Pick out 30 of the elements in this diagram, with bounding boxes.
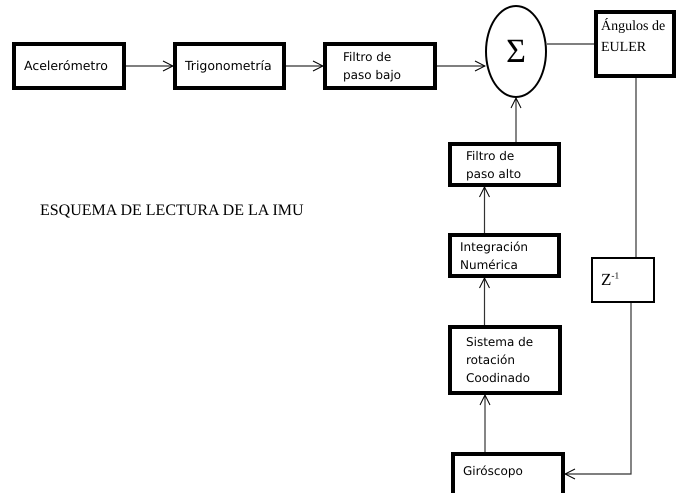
arrow (437, 60, 486, 72)
arrow (480, 394, 490, 452)
node-label: Filtro de paso alto (466, 148, 522, 182)
delay-block (591, 257, 655, 303)
node-label: Giróscopo (463, 462, 523, 480)
process-box (448, 325, 562, 395)
node-label: Filtro de paso bajo (343, 49, 402, 84)
node-label: Ángulos de EULER (601, 17, 666, 57)
process-box (323, 42, 437, 90)
arrow (126, 60, 174, 72)
process-box (594, 10, 676, 78)
node-label: Acelerómetro (24, 56, 108, 75)
connector-line (635, 78, 637, 257)
arrow (564, 303, 632, 480)
process-box (448, 233, 561, 278)
arrow (479, 186, 490, 233)
node-label: Σ (506, 32, 526, 72)
arrow (286, 60, 324, 72)
process-box (173, 42, 286, 90)
node-label: Integración Numérica (460, 238, 530, 274)
diagram-title: ESQUEMA DE LECTURA DE LA IMU (40, 202, 304, 220)
node-label: Sistema de rotación Coodinado (466, 334, 534, 387)
process-box (448, 142, 561, 187)
node-label: Z$^{-1}$ (601, 269, 620, 292)
process-box (451, 452, 565, 493)
arrow (510, 98, 522, 142)
connector-line (547, 43, 594, 45)
process-box (12, 42, 126, 90)
arrow (479, 278, 490, 325)
node-label: Trigonometría (185, 56, 272, 75)
